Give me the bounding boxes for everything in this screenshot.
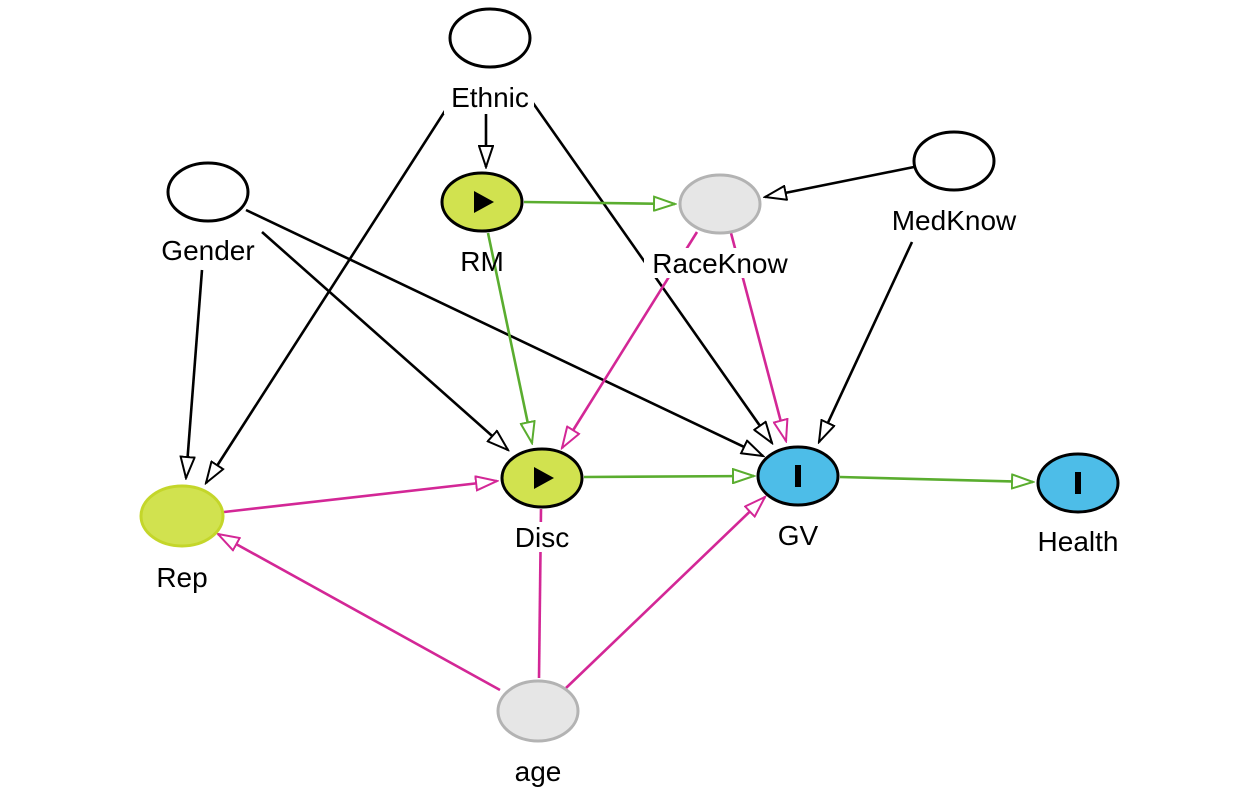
node-ethnic[interactable] [448, 7, 532, 69]
edge-gender-disc[interactable] [261, 231, 508, 450]
node-label-rm: RM [460, 246, 504, 277]
edge-disc-gv[interactable] [583, 476, 754, 477]
node-label-rep: Rep [156, 562, 207, 593]
node-label-ethnic: Ethnic [451, 82, 529, 113]
node-rm[interactable] [440, 171, 524, 233]
edge-medknow-gv[interactable] [819, 241, 914, 442]
node-label-gv: GV [778, 520, 819, 551]
node-labels: Ethnic Gender MedKnow RM RaceKnow Rep Di… [152, 82, 1118, 787]
edge-age-rep[interactable] [218, 534, 501, 692]
edge-age-gv[interactable] [565, 497, 765, 689]
edge-gender-gv[interactable] [245, 208, 763, 456]
edge-medknow-raceknow[interactable] [765, 165, 915, 197]
node-age[interactable] [496, 679, 580, 743]
node-gv[interactable] [756, 445, 840, 507]
edge-gv-health[interactable] [839, 477, 1033, 482]
node-label-health: Health [1038, 526, 1119, 557]
play-icon [474, 191, 494, 213]
node-disc[interactable] [500, 447, 584, 509]
node-rep[interactable] [139, 484, 225, 548]
outcome-bar-icon [1075, 472, 1081, 494]
edge-gender-rep[interactable] [186, 269, 204, 478]
node-health[interactable] [1036, 452, 1120, 514]
play-icon [534, 467, 554, 489]
edge-rm-raceknow[interactable] [523, 202, 675, 204]
edges [186, 99, 1033, 692]
node-label-gender: Gender [161, 235, 254, 266]
node-medknow[interactable] [912, 130, 996, 192]
edge-rm-disc[interactable] [486, 232, 532, 443]
node-label-raceknow: RaceKnow [652, 248, 788, 279]
node-raceknow[interactable] [678, 173, 762, 235]
outcome-bar-icon [795, 465, 801, 487]
node-label-medknow: MedKnow [892, 205, 1017, 236]
nodes [139, 7, 1120, 743]
node-label-age: age [515, 756, 562, 787]
node-gender[interactable] [166, 161, 250, 223]
edge-rep-disc[interactable] [223, 481, 497, 514]
node-label-disc: Disc [515, 522, 569, 553]
